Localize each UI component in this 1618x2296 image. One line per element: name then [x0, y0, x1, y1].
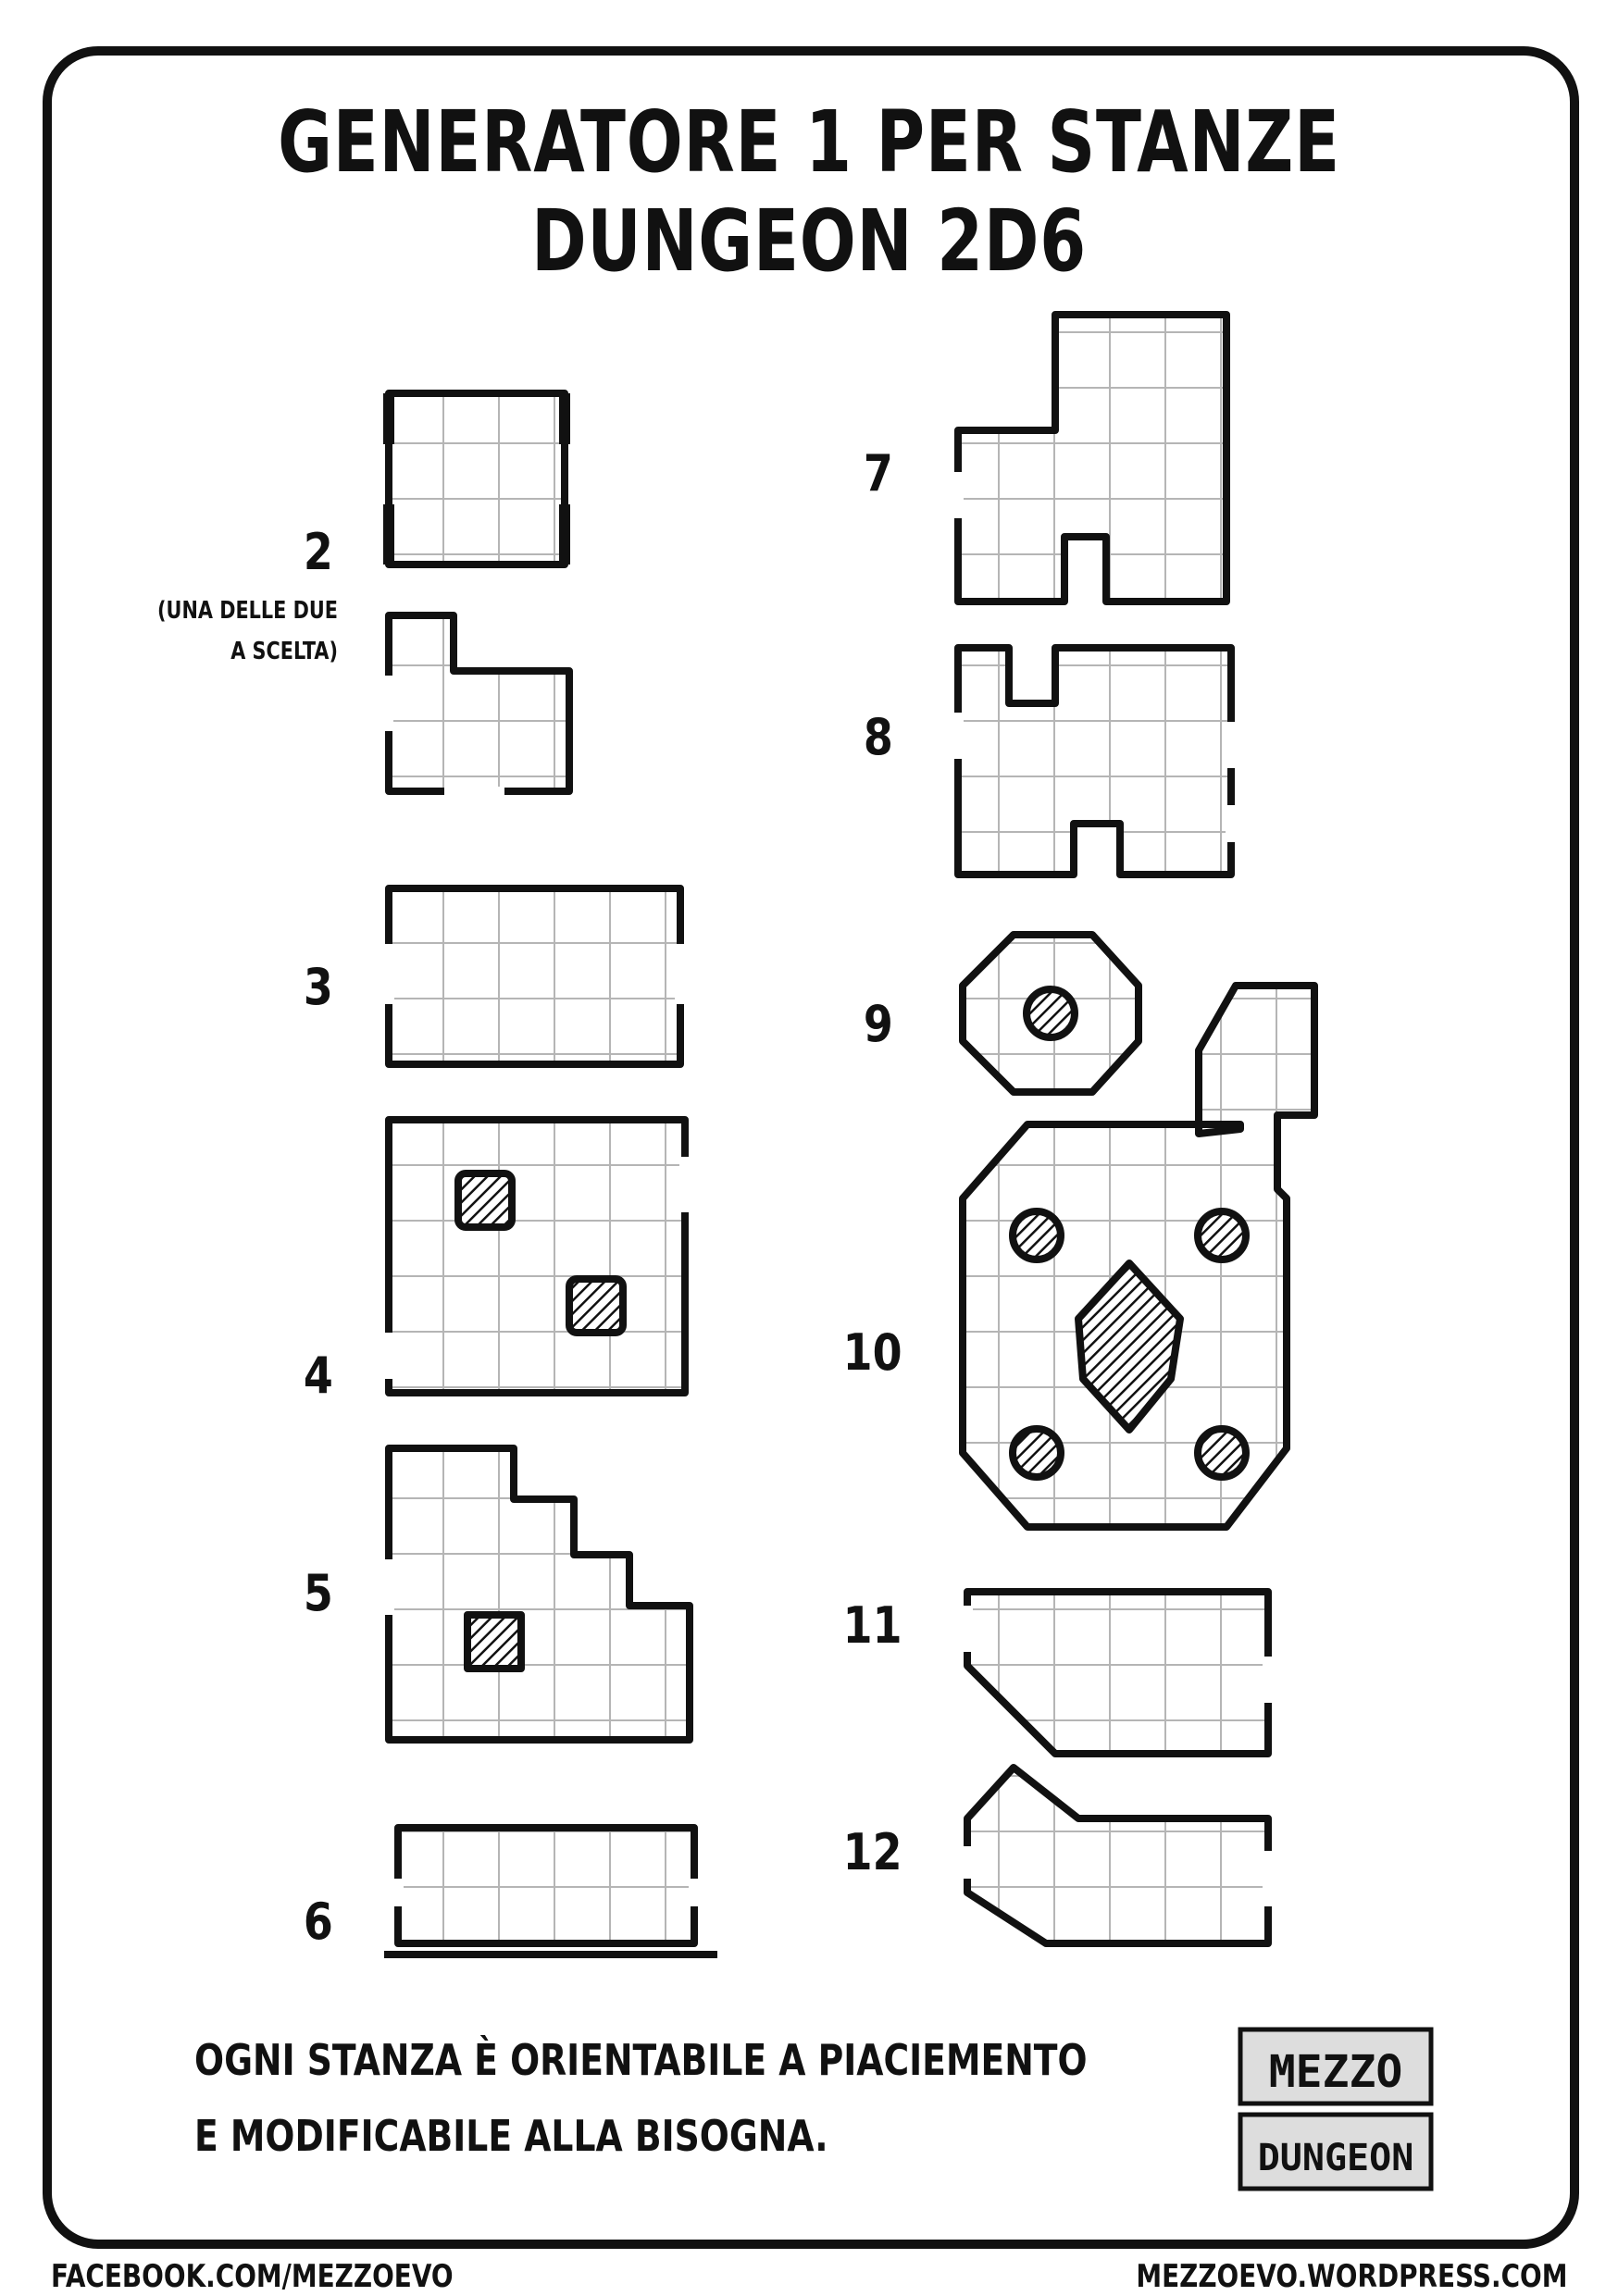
room-9-map — [959, 931, 1142, 1096]
room-6-map — [384, 1824, 717, 1958]
room-2-note-line-2: A SCELTA) — [230, 638, 338, 665]
room-number-6: 6 — [303, 1893, 333, 1951]
room-10-map — [959, 982, 1318, 1531]
page-border — [43, 46, 1579, 2249]
room-4-map — [383, 1116, 691, 1396]
orientation-note: OGNI STANZA È ORIENTABILE A PIACIEMENTO … — [194, 2022, 1088, 2174]
room-7-map — [952, 311, 1230, 605]
room-2a-map — [383, 390, 570, 568]
room-number-7: 7 — [863, 444, 893, 503]
room-number-2: 2 — [303, 523, 333, 581]
room-8-map — [952, 644, 1237, 878]
page-title: GENERATORE 1 PER STANZE DUNGEON 2D6 — [278, 93, 1340, 291]
room-5-map — [383, 1445, 693, 1744]
room-12-map — [962, 1764, 1274, 1947]
room-number-10: 10 — [842, 1323, 902, 1382]
room-3-map — [383, 885, 686, 1068]
orientation-note-line-1: OGNI STANZA È ORIENTABILE A PIACIEMENTO — [194, 2035, 1088, 2085]
room-number-5: 5 — [303, 1564, 333, 1622]
room-number-9: 9 — [863, 995, 893, 1053]
room-number-11: 11 — [842, 1596, 902, 1655]
orientation-note-line-2: E MODIFICABILE ALLA BISOGNA. — [194, 2111, 828, 2161]
logo-line-2: DUNGEON — [1258, 2137, 1414, 2179]
mezzo-dungeon-logo: MEZZO DUNGEON — [1237, 2022, 1440, 2198]
room-number-4: 4 — [303, 1347, 333, 1405]
logo-line-1: MEZZO — [1269, 2046, 1403, 2098]
room-2b-map — [384, 612, 573, 796]
room-11-map — [962, 1588, 1274, 1757]
footer-facebook-link[interactable]: FACEBOOK.COM/MEZZOEVO — [51, 2258, 454, 2295]
footer-blog-link[interactable]: MEZZOEVO.WORDPRESS.COM — [1135, 2258, 1567, 2295]
room-2-note-line-1: (UNA DELLE DUE — [157, 597, 338, 625]
room-number-8: 8 — [863, 708, 893, 766]
room-number-12: 12 — [842, 1823, 902, 1881]
room-2-note: (UNA DELLE DUE A SCELTA) — [149, 590, 338, 672]
room-number-3: 3 — [303, 958, 333, 1016]
